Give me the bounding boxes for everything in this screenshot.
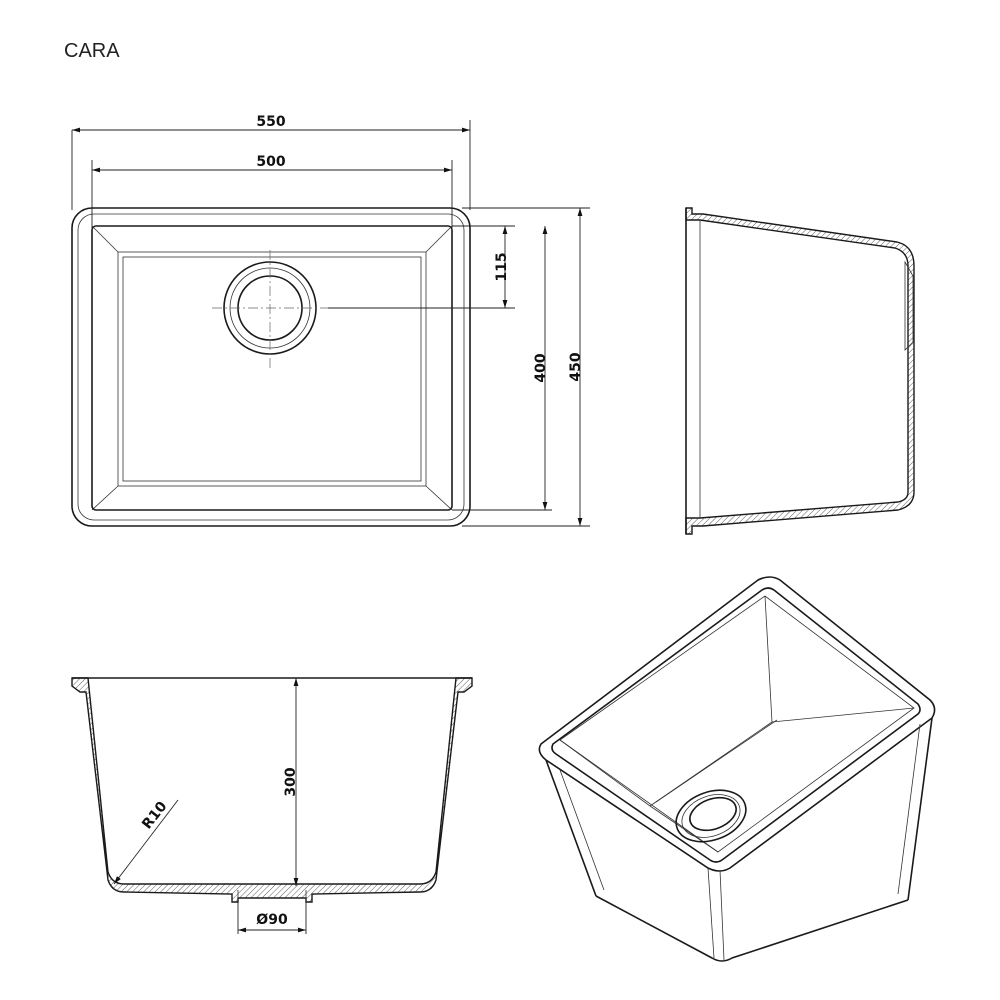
isometric-view (538, 576, 936, 962)
side-section-view (685, 207, 915, 535)
svg-text:450: 450 (568, 352, 584, 381)
drawing-title: CARA (64, 40, 120, 62)
dimension-500: 500 (91, 154, 453, 228)
drain-hole (212, 250, 328, 368)
top-view: 550 500 115 400 450 (71, 114, 590, 527)
dimension-400: 400 (452, 226, 552, 511)
svg-text:500: 500 (256, 154, 285, 170)
svg-text:115: 115 (494, 252, 510, 281)
bowl-bottom (117, 251, 427, 487)
isometric-drain (675, 789, 747, 843)
sink-rim-inner-edge (77, 213, 465, 521)
front-section-view: 300 R10 Ø90 (71, 677, 473, 934)
svg-text:400: 400 (533, 353, 549, 382)
bowl-top-edge (91, 225, 453, 511)
dimension-550: 550 (71, 114, 471, 210)
dimension-r10: R10 (113, 798, 179, 885)
svg-text:550: 550 (256, 114, 285, 130)
svg-text:Ø90: Ø90 (256, 912, 288, 928)
dimension-115: 115 (328, 225, 515, 309)
dimension-drain-diameter: Ø90 (237, 900, 307, 934)
sink-outer-rim (71, 207, 471, 527)
dimension-450: 450 (462, 207, 590, 527)
dimension-300: 300 (283, 678, 299, 886)
svg-text:300: 300 (283, 767, 299, 796)
